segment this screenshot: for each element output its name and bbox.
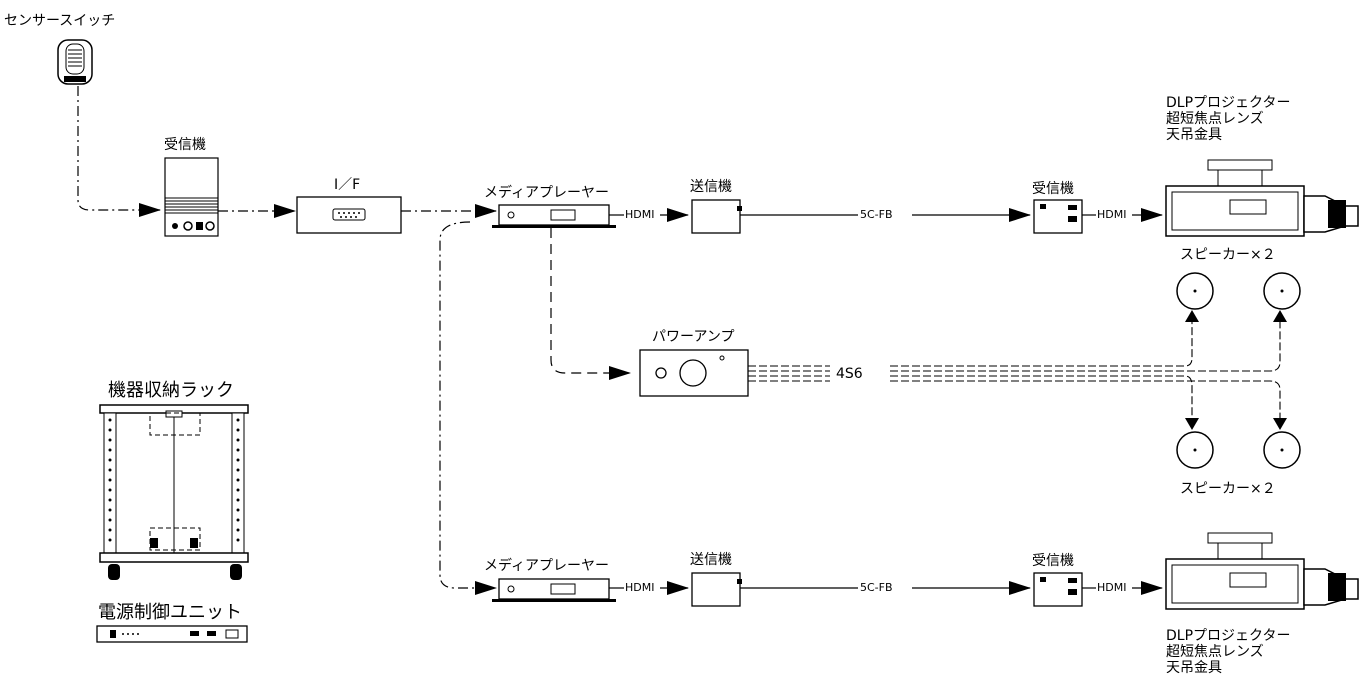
power-control-unit: [96, 625, 248, 643]
equipment-rack: [99, 404, 249, 580]
receiver-left-label: 受信機: [164, 137, 206, 153]
speaker-cable-bundle: [748, 318, 1281, 425]
speaker-top-left: [1176, 272, 1214, 310]
sensor-switch-device: [57, 39, 93, 85]
projector-bottom-device: [1165, 532, 1359, 610]
speaker-top-right: [1263, 272, 1301, 310]
interface-label: I／F: [334, 177, 361, 193]
media-player-top-label: メディアプレーヤー: [484, 185, 610, 201]
hdmi-label: HDMI: [1097, 581, 1127, 594]
transmitter-bottom-device: [691, 572, 742, 607]
media-player-top-device: [492, 204, 616, 228]
projector-bottom-label: DLPプロジェクター 超短焦点レンズ 天吊金具: [1166, 628, 1290, 676]
speaker-cable-label: 4S6: [836, 366, 863, 382]
projector-line: 天吊金具: [1166, 660, 1222, 676]
receiver-top-device: [1033, 199, 1083, 234]
sensor-switch-label: センサースイッチ: [4, 13, 116, 29]
power-control-label: 電源制御ユニット: [98, 602, 242, 623]
interface-device: [296, 196, 402, 234]
sensor-signal-line: [77, 86, 161, 217]
projector-line: DLPプロジェクター: [1166, 95, 1291, 111]
speakers-bottom-label: スピーカー×２: [1180, 481, 1276, 497]
projector-top-label: DLPプロジェクター 超短焦点レンズ 天吊金具: [1166, 95, 1290, 143]
projector-line: 超短焦点レンズ: [1166, 644, 1264, 660]
projector-line: DLPプロジェクター: [1166, 628, 1291, 644]
hdmi-label: HDMI: [1097, 208, 1127, 221]
receiver-bottom-device: [1033, 572, 1083, 607]
rack-label: 機器収納ラック: [108, 380, 234, 401]
mp-to-amp-line: [550, 228, 631, 380]
coax-label: 5C-FB: [860, 208, 893, 221]
receiver-left-device: [164, 157, 219, 237]
projector-line: 天吊金具: [1166, 127, 1222, 143]
speaker-bottom-right: [1263, 431, 1301, 469]
speaker-bottom-left: [1176, 431, 1214, 469]
transmitter-top-device: [691, 199, 742, 234]
power-amp-device: [639, 349, 749, 397]
hdmi-label: HDMI: [625, 581, 655, 594]
coax-label: 5C-FB: [860, 581, 893, 594]
power-amp-label: パワーアンプ: [652, 329, 735, 345]
media-player-bottom-label: メディアプレーヤー: [484, 558, 610, 574]
receiver-bottom-label: 受信機: [1032, 553, 1074, 569]
if-to-mp-bottom-line: [439, 221, 497, 595]
media-player-bottom-device: [492, 578, 616, 602]
speakers-top-label: スピーカー×２: [1180, 247, 1276, 263]
transmitter-top-label: 送信機: [690, 179, 732, 195]
projector-line: 超短焦点レンズ: [1166, 111, 1264, 127]
projector-top-device: [1165, 159, 1359, 237]
hdmi-label: HDMI: [625, 208, 655, 221]
transmitter-bottom-label: 送信機: [690, 552, 732, 568]
receiver-top-label: 受信機: [1032, 181, 1074, 197]
